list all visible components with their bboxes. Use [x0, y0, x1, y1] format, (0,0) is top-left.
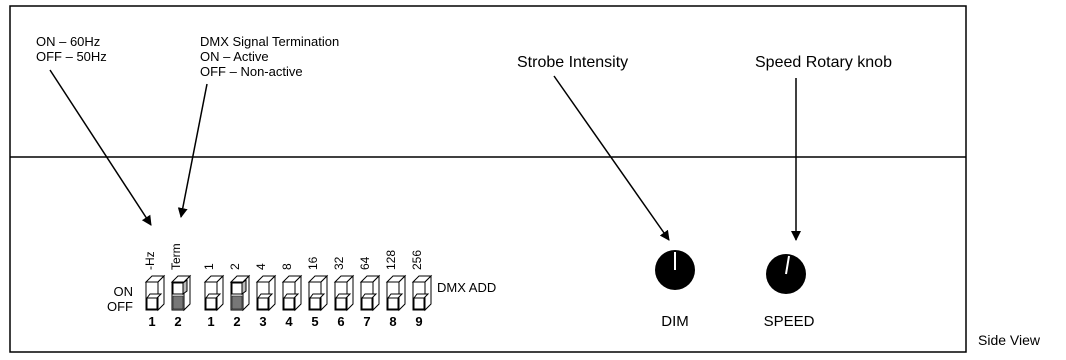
dmx-switch-label: 1	[202, 263, 216, 270]
term-arrow	[177, 83, 208, 218]
speed-knob[interactable]	[766, 254, 806, 294]
dmx-switch-label: 32	[332, 256, 346, 270]
switch-actuator	[283, 297, 295, 310]
switch-actuator	[205, 297, 217, 310]
mode-switch-label: -Hz	[143, 251, 157, 270]
dmx-switch-label: 256	[410, 250, 424, 270]
dip-switch[interactable]	[144, 274, 166, 312]
switch-off-label: OFF	[107, 299, 133, 314]
side-view-caption: Side View	[978, 332, 1041, 348]
dip-switch[interactable]	[255, 274, 277, 312]
dmx-switch-number: 2	[233, 314, 240, 329]
dmx-switch-number: 7	[363, 314, 370, 329]
dmx-add-label: DMX ADD	[437, 280, 496, 295]
dmx-switch-number: 5	[311, 314, 318, 329]
switch-actuator	[387, 297, 399, 310]
speed-label: SPEED	[764, 313, 815, 330]
dmx-switch-label: 8	[280, 263, 294, 270]
speed-knob-indicator	[785, 255, 790, 275]
dip-switch[interactable]	[333, 274, 355, 312]
term-on-note: ON – Active	[200, 49, 269, 64]
switch-actuator	[172, 282, 184, 295]
switch-actuator	[146, 297, 158, 310]
dmx-address-dip-switch-bank: 1 1 2 2 4 3 8 4 16 5 32 6 64 7 128 8 256 9	[202, 250, 433, 329]
mode-dip-switch-bank: -Hz 1 Term 2	[143, 243, 192, 329]
term-title-note: DMX Signal Termination	[200, 34, 339, 49]
dip-switch[interactable]	[359, 274, 381, 312]
hz-on-note: ON – 60Hz	[36, 34, 100, 49]
dim-knob[interactable]	[655, 250, 695, 290]
dip-switch[interactable]	[229, 274, 251, 312]
term-off-note: OFF – Non-active	[200, 64, 303, 79]
panel-outline	[9, 5, 967, 353]
switch-actuator	[231, 282, 243, 295]
switch-actuator	[257, 297, 269, 310]
dim-label: DIM	[661, 313, 689, 330]
mode-switch-label: Term	[169, 243, 183, 270]
switch-on-label: ON	[114, 284, 134, 299]
dmx-switch-label: 2	[228, 263, 242, 270]
hz-off-note: OFF – 50Hz	[36, 49, 107, 64]
dmx-switch-label: 64	[358, 256, 372, 270]
dmx-switch-number: 8	[389, 314, 396, 329]
dmx-switch-label: 4	[254, 263, 268, 270]
dip-switch[interactable]	[411, 274, 433, 312]
dip-switch[interactable]	[385, 274, 407, 312]
strobe-arrow	[553, 75, 670, 241]
dmx-switch-number: 1	[207, 314, 214, 329]
switch-actuator	[335, 297, 347, 310]
dmx-switch-number: 3	[259, 314, 266, 329]
strobe-note: Strobe Intensity	[517, 54, 628, 71]
dip-switch[interactable]	[170, 274, 192, 312]
speed-note: Speed Rotary knob	[755, 54, 892, 71]
switch-actuator	[309, 297, 321, 310]
dmx-switch-label: 16	[306, 256, 320, 270]
mode-switch-number: 2	[174, 314, 181, 329]
mode-switch-number: 1	[148, 314, 155, 329]
dmx-switch-number: 9	[415, 314, 422, 329]
dmx-switch-label: 128	[384, 250, 398, 270]
dmx-switch-number: 6	[337, 314, 344, 329]
dmx-switch-number: 4	[285, 314, 293, 329]
hz-arrow	[49, 69, 152, 226]
switch-actuator	[361, 297, 373, 310]
dip-switch[interactable]	[203, 274, 225, 312]
dip-switch[interactable]	[307, 274, 329, 312]
switch-actuator	[413, 297, 425, 310]
dip-switch[interactable]	[281, 274, 303, 312]
